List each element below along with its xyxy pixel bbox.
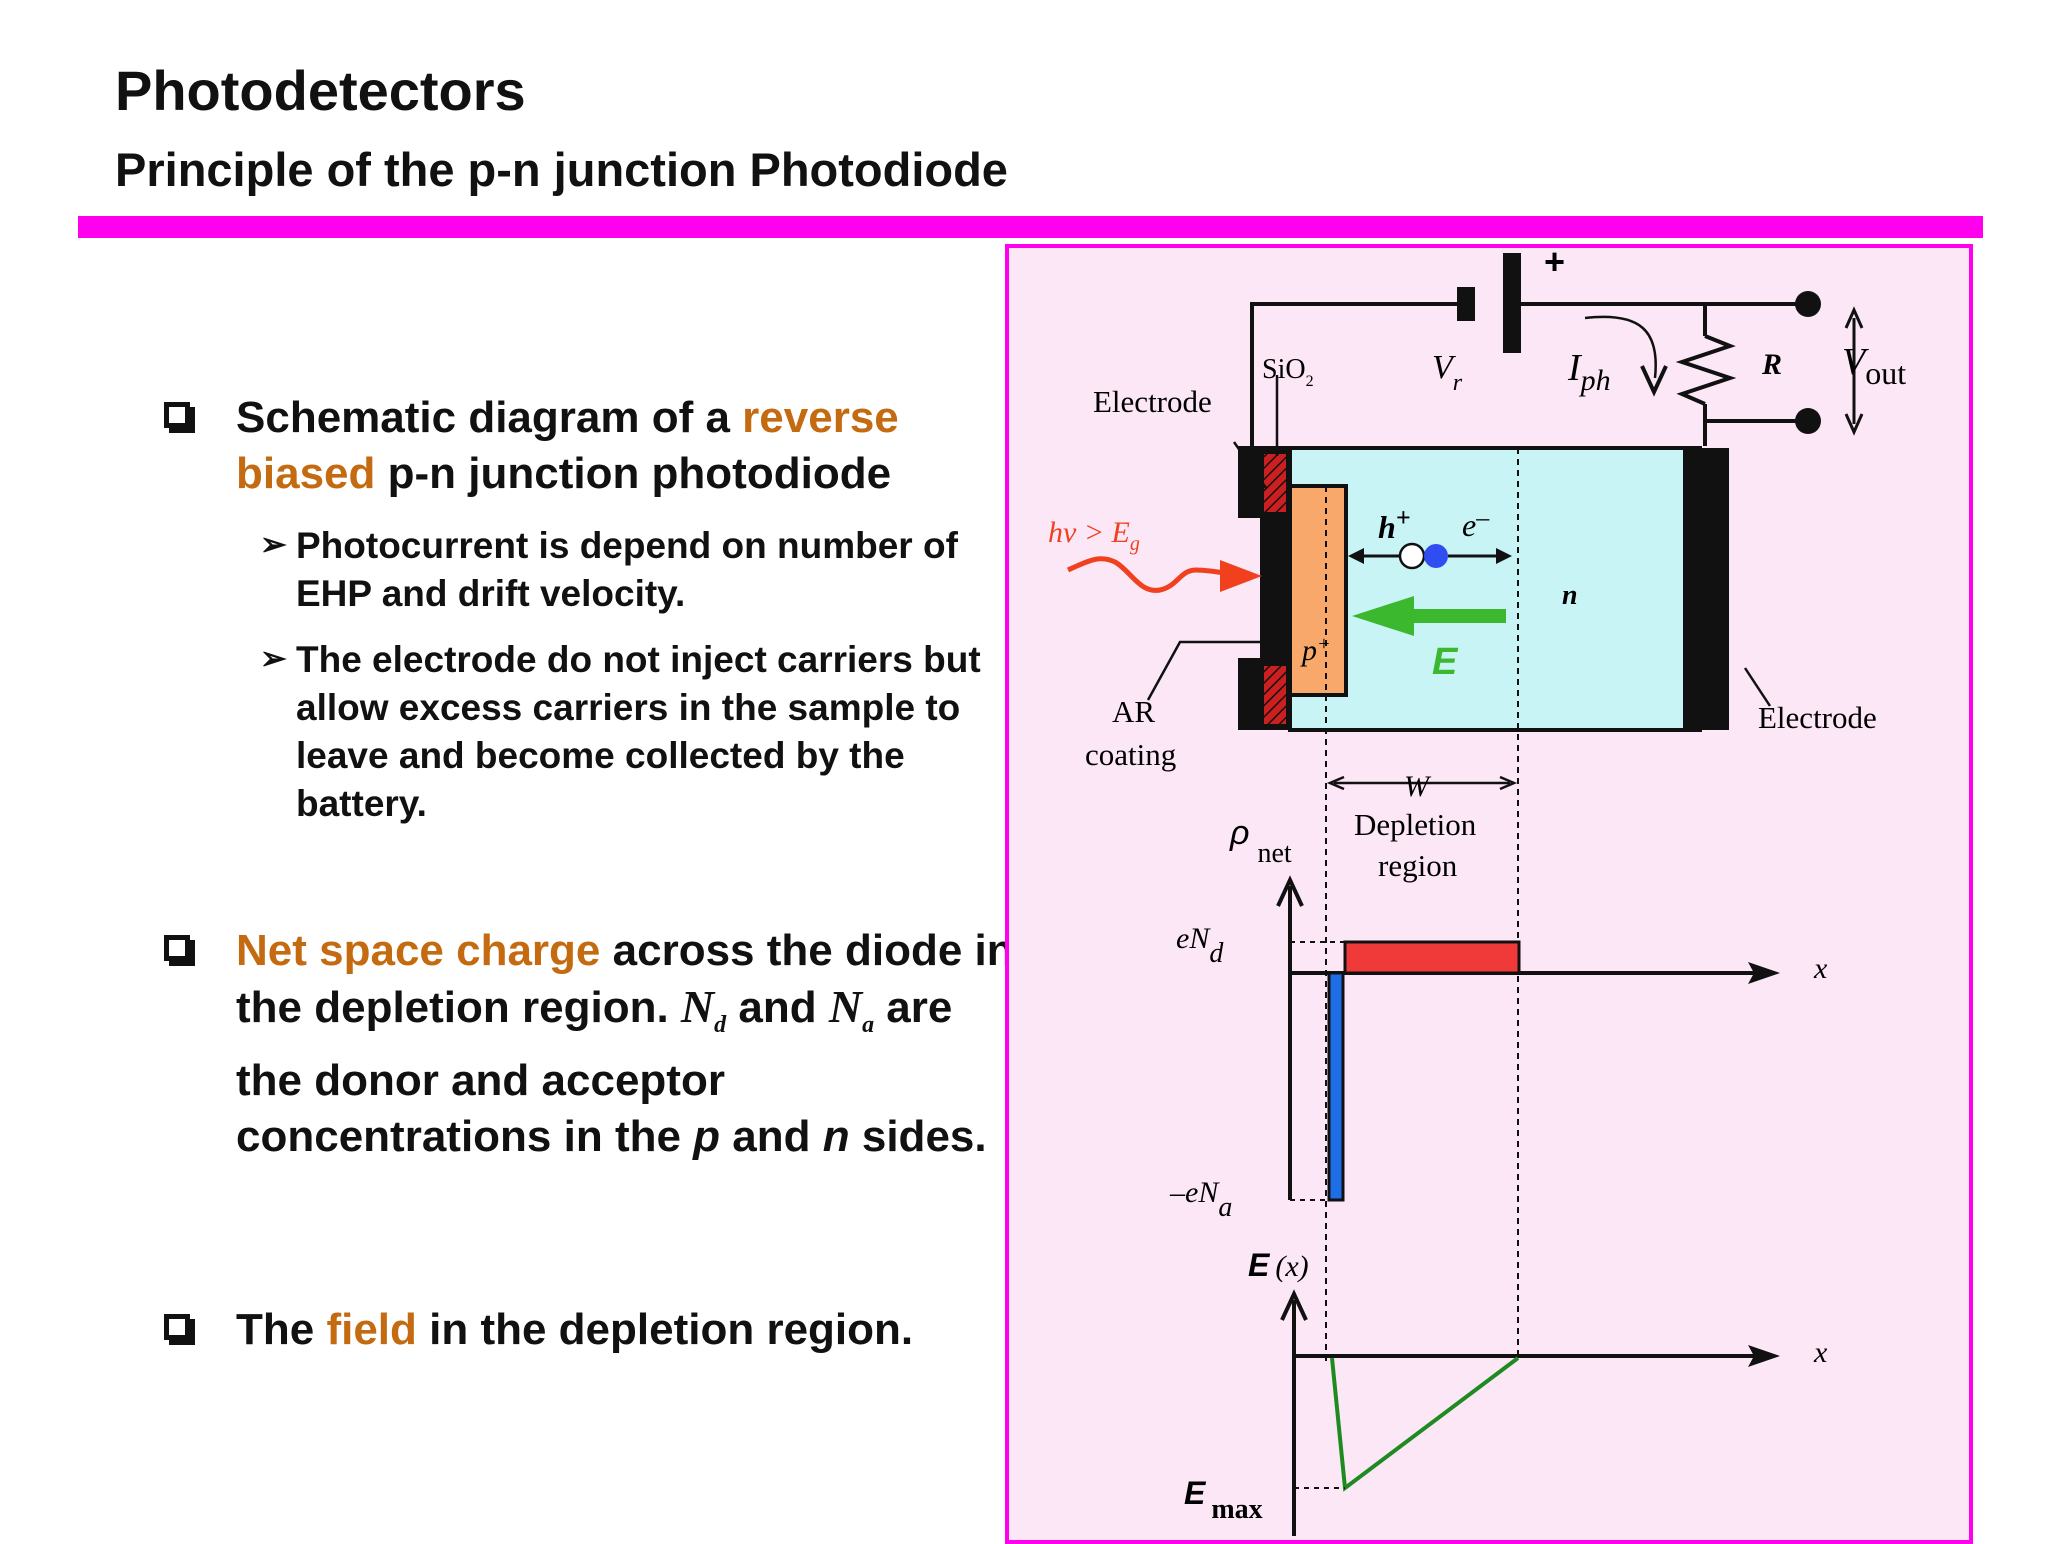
checkbox-bullet-icon bbox=[164, 935, 190, 961]
electrode-left-label: Electrode bbox=[1093, 384, 1212, 419]
ar-coating-label-1: AR bbox=[1112, 694, 1155, 729]
circuit-wire-left bbox=[1250, 302, 1457, 446]
rho-label: ρnet bbox=[1229, 814, 1292, 869]
checkbox-bullet-icon bbox=[164, 1314, 190, 1340]
electron-carrier bbox=[1424, 544, 1448, 568]
sio2-top bbox=[1264, 454, 1286, 512]
vout-arrow-down-icon bbox=[1844, 413, 1864, 436]
x-axis-arrow-icon bbox=[1748, 962, 1780, 984]
electron-label: e– bbox=[1462, 503, 1490, 543]
output-terminal-top bbox=[1795, 291, 1821, 317]
arrow-bullet-icon: ➢ bbox=[260, 640, 287, 676]
w-arrow-right-icon bbox=[1499, 775, 1518, 791]
field-axis-arrow-icon bbox=[1280, 1289, 1308, 1321]
iph-arrowhead-icon bbox=[1640, 365, 1668, 397]
vout-arrow-up-icon bbox=[1844, 306, 1864, 329]
p-plus-label: p+ bbox=[1300, 633, 1331, 667]
sio2-label: SiO2 bbox=[1262, 354, 1314, 390]
x-axis-field-arrow-icon bbox=[1748, 1345, 1780, 1367]
output-terminal-bottom bbox=[1795, 408, 1821, 434]
page-subtitle: Principle of the p-n junction Photodiode bbox=[115, 143, 1008, 196]
resistor-label: R bbox=[1761, 348, 1782, 381]
resistor bbox=[1675, 334, 1737, 406]
n-region bbox=[1288, 446, 1702, 732]
sio2-bottom bbox=[1264, 666, 1286, 724]
ena-label: –eNa bbox=[1169, 1176, 1232, 1223]
depletion-label-1: Depletion bbox=[1354, 807, 1477, 842]
bullet-text: Schematic diagram of a reverse biased p-… bbox=[236, 393, 899, 498]
field-profile-line bbox=[1330, 1356, 1520, 1492]
bullet-text: Net space charge across the diode in the… bbox=[236, 926, 1014, 1161]
w-arrow-left-icon bbox=[1326, 775, 1345, 791]
n-region-label: n bbox=[1562, 580, 1578, 611]
battery-negative-plate bbox=[1457, 287, 1475, 321]
x-axis-label-field: x bbox=[1813, 1336, 1828, 1369]
na-charge-bar bbox=[1327, 971, 1345, 1202]
nd-charge-bar bbox=[1343, 940, 1521, 975]
hole-carrier bbox=[1398, 542, 1426, 570]
end-label: eNd bbox=[1176, 922, 1224, 969]
iph-label: Iph bbox=[1567, 347, 1611, 397]
photon-label: hν > Eg bbox=[1048, 516, 1140, 555]
field-axis-label: E(x) bbox=[1248, 1247, 1309, 1283]
electrode-right-label: Electrode bbox=[1758, 700, 1877, 735]
field-arrow-shaft bbox=[1410, 609, 1506, 623]
arrow-bullet-icon: ➢ bbox=[260, 526, 287, 562]
photon-wave bbox=[1066, 556, 1245, 593]
bullet-text: The field in the depletion region. bbox=[236, 1305, 914, 1354]
field-label: E bbox=[1432, 641, 1459, 683]
p-plus-region bbox=[1288, 484, 1348, 697]
photon-arrowhead-icon bbox=[1220, 560, 1262, 592]
checkbox-bullet-icon bbox=[164, 402, 190, 428]
vout-label: Vout bbox=[1842, 341, 1906, 391]
electron-arrow-icon bbox=[1496, 548, 1512, 564]
page-title: Photodetectors bbox=[115, 59, 526, 122]
hole-label: h+ bbox=[1378, 503, 1411, 545]
battery-plus-label: + bbox=[1544, 241, 1565, 282]
vr-label: Vr bbox=[1432, 349, 1463, 396]
left-electrode bbox=[1238, 446, 1290, 730]
right-electrode bbox=[1683, 448, 1729, 730]
iph-current-arrow bbox=[1584, 315, 1657, 379]
header-divider bbox=[78, 216, 1983, 238]
rho-axis-arrow-icon bbox=[1276, 875, 1304, 907]
w-label: W bbox=[1404, 770, 1432, 803]
battery-positive-plate bbox=[1503, 253, 1521, 353]
depletion-label-2: region bbox=[1378, 848, 1458, 883]
x-axis-label-charge: x bbox=[1813, 952, 1828, 985]
ar-coating-label-2: coating bbox=[1085, 737, 1176, 772]
hole-arrow-icon bbox=[1348, 548, 1364, 564]
field-arrowhead-icon bbox=[1352, 596, 1414, 636]
